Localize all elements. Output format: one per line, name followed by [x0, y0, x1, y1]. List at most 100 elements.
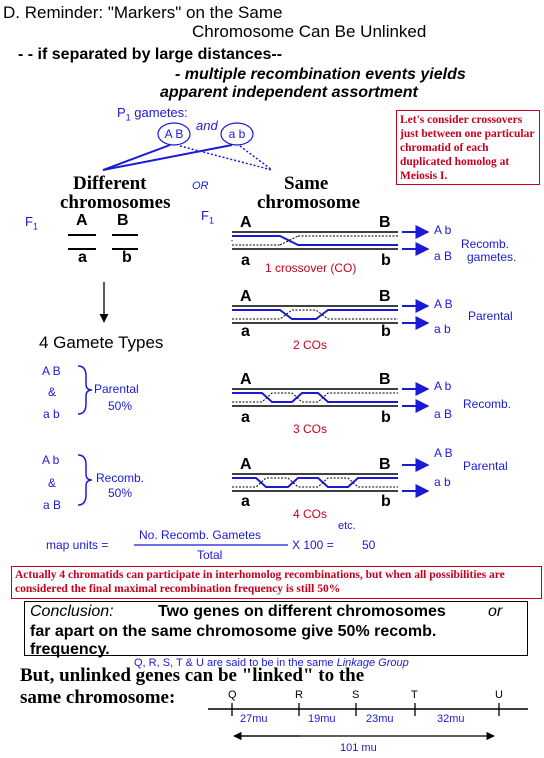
distance-ST: 23mu — [366, 713, 394, 725]
conclusion-text-3: frequency. — [30, 641, 110, 658]
p1-line-1 — [102, 144, 171, 171]
parental-gamete-2: a b — [43, 407, 60, 421]
row4-gene-B: B — [379, 456, 391, 473]
different-heading-1: Different — [73, 173, 147, 194]
distance-RS: 19mu — [308, 713, 336, 725]
p1-line-2 — [102, 144, 233, 171]
formula-times: X 100 = — [292, 538, 334, 552]
row2-chromosomes — [232, 305, 398, 324]
p1-and: and — [196, 118, 218, 133]
intro-line-3: apparent independent assortment — [160, 84, 418, 101]
row4-out1: A B — [434, 446, 453, 460]
row3-gene-a: a — [241, 409, 250, 426]
formula-lhs: map units = — [46, 538, 109, 552]
row2-out1: A B — [434, 297, 453, 311]
row3-gene-b: b — [381, 409, 391, 426]
oval-ab-text: a b — [229, 127, 246, 141]
crossover-note-box: Let's consider crossovers just between o… — [396, 110, 540, 185]
conclusion-text-1: Two genes on different chromosomes — [158, 603, 446, 620]
row2-gene-A: A — [240, 288, 252, 305]
locus-Q: Q — [228, 689, 237, 701]
recomb-gamete-2: a B — [43, 498, 62, 512]
left-f1-label: F1 — [25, 215, 38, 232]
row3-co-label: 3 COs — [293, 422, 328, 436]
right-f1-label: F1 — [201, 209, 214, 226]
recomb-amp: & — [48, 476, 57, 490]
conclusion-or: or — [488, 603, 503, 620]
p1-subscript: 1 — [125, 112, 131, 123]
row2-co-label: 2 COs — [293, 338, 328, 352]
row2-out2: a b — [434, 322, 451, 336]
different-heading-2: chromosomes — [60, 192, 171, 213]
linkage-note: Q, R, S, T & U are said to be in the sam… — [134, 658, 409, 669]
right-f1-sub: 1 — [208, 215, 214, 226]
row2-label1: Parental — [468, 309, 513, 323]
parental-pct: 50% — [108, 399, 133, 413]
oval-AB-text: A B — [165, 127, 184, 141]
row4-co-label: 4 COs — [293, 507, 328, 521]
p1-gametes-label: P1 gametes: — [117, 106, 188, 123]
crossover-note-text: Let's consider crossovers just between o… — [400, 114, 535, 182]
parental-gamete-1: A B — [42, 364, 61, 378]
row4-gene-A: A — [240, 456, 252, 473]
left-gene-b: b — [122, 249, 132, 266]
row2-gene-B: B — [379, 288, 391, 305]
row1-chromosomes — [231, 231, 398, 250]
p1-letter: P — [117, 105, 126, 120]
row3-label1: Recomb. — [463, 397, 512, 411]
p1-dotted-2 — [239, 145, 273, 171]
but-line-2: same chromosome: — [20, 687, 176, 708]
formula-denominator: Total — [197, 548, 223, 562]
title-line-2: Chromosome Can Be Unlinked — [192, 22, 427, 41]
same-heading-2: chromosome — [257, 192, 361, 213]
warning-box: Actually 4 chromatids can participate in… — [11, 566, 542, 599]
row1-label2: gametes. — [467, 250, 517, 264]
intro-line-2: - multiple recombination events yields — [175, 66, 466, 83]
distance-total: 101 mu — [340, 742, 377, 754]
recomb-brace — [77, 454, 93, 506]
row4-chromosomes — [232, 473, 398, 492]
conclusion-box — [24, 601, 528, 656]
conclusion-text-2: far apart on the same chromosome give 50… — [30, 623, 437, 640]
p1-suffix: gametes: — [130, 105, 188, 120]
row1-label1: Recomb. — [461, 237, 510, 251]
same-heading-1: Same — [284, 173, 329, 194]
recomb-pct: 50% — [108, 486, 133, 500]
gamete-oval-ab — [220, 122, 254, 146]
row3-out1: A b — [434, 379, 452, 393]
right-f1-letter: F — [201, 208, 209, 223]
warning-text: Actually 4 chromatids can participate in… — [15, 569, 505, 595]
parental-amp: & — [48, 385, 57, 399]
row3-chromosomes — [232, 388, 398, 407]
row4-out2: a b — [434, 475, 451, 489]
left-gene-B: B — [117, 212, 129, 229]
row4-gene-b: b — [381, 493, 391, 510]
row4-gene-a: a — [241, 493, 250, 510]
etc-label: etc. — [338, 520, 356, 532]
row1-gene-B: B — [379, 214, 391, 231]
locus-U: U — [495, 689, 503, 701]
left-f1-letter: F — [25, 214, 33, 229]
row1-gene-A: A — [240, 214, 252, 231]
locus-R: R — [295, 689, 303, 701]
or-label: OR — [192, 180, 209, 192]
left-gene-A: A — [76, 212, 88, 229]
recomb-gamete-1: A b — [42, 453, 60, 467]
formula-numerator: No. Recomb. Gametes — [139, 528, 262, 542]
row1-gene-b: b — [381, 252, 391, 269]
formula-result: 50 — [362, 538, 376, 552]
row3-out2: a B — [434, 407, 453, 421]
parental-label: Parental — [94, 382, 139, 396]
row1-out2: a B — [434, 249, 453, 263]
row1-out1: A b — [434, 223, 452, 237]
distance-QR: 27mu — [240, 713, 268, 725]
but-line-1: But, unlinked genes can be "linked" to t… — [20, 665, 365, 686]
recomb-label: Recomb. — [96, 471, 145, 485]
intro-line-1: - - if separated by large distances-- — [18, 46, 283, 63]
row3-gene-A: A — [240, 371, 252, 388]
row2-gene-b: b — [381, 323, 391, 340]
gamete-oval-AB — [157, 122, 191, 146]
locus-T: T — [411, 689, 418, 701]
title-line-1: D. Reminder: "Markers" on the Same — [3, 3, 283, 22]
